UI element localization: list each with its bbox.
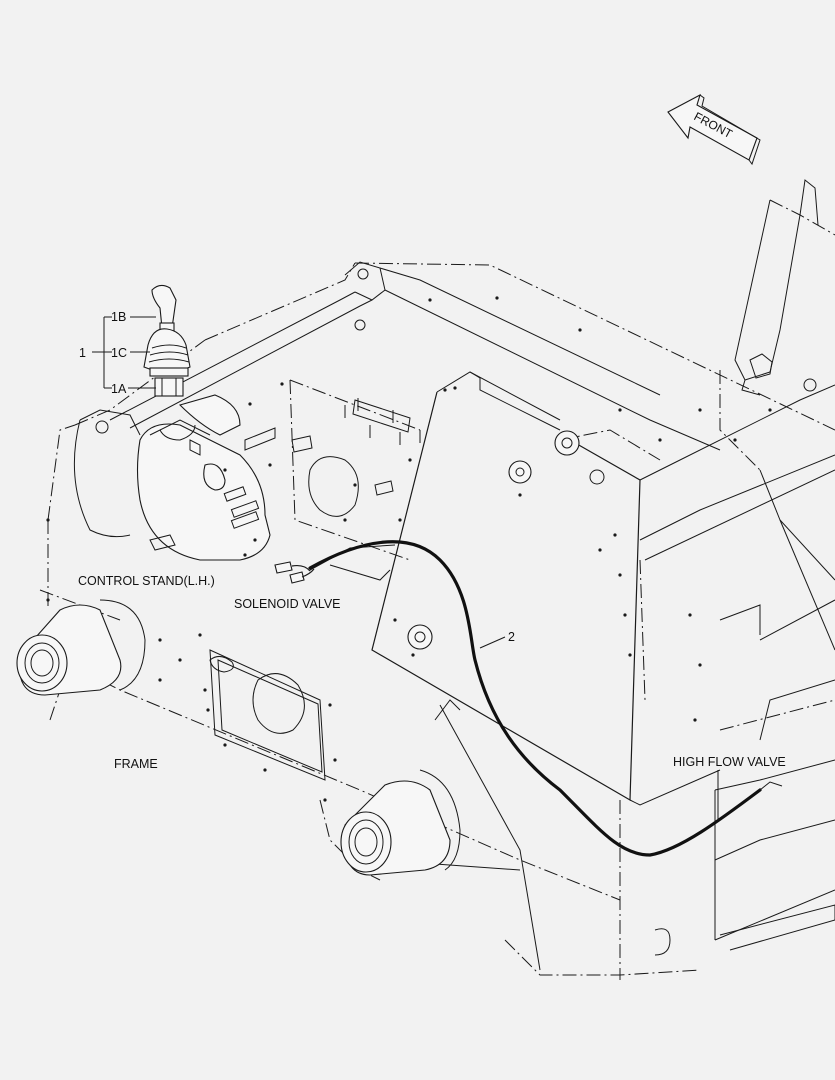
mounting-holes <box>46 296 772 802</box>
part-1a-label: 1A <box>111 382 127 396</box>
hose-callout-leader <box>479 636 506 649</box>
control-stand-lh <box>73 394 271 561</box>
center-axle-mount <box>340 769 461 876</box>
joystick-assembly <box>143 284 191 397</box>
solenoid-connector <box>274 544 396 584</box>
hose-part-2 <box>308 540 762 857</box>
lower-right-structure <box>654 599 835 956</box>
part-callout-bracket <box>92 316 156 389</box>
left-axle-mount <box>16 599 146 696</box>
high-flow-valve-label: HIGH FLOW VALVE <box>673 755 786 769</box>
upper-crossmember <box>95 261 721 451</box>
inner-frame-details <box>244 398 421 517</box>
hose-end-fitting <box>759 781 783 791</box>
part-1-label: 1 <box>79 346 86 360</box>
frame-label: FRAME <box>114 757 158 771</box>
front-direction-arrow: FRONT <box>667 93 761 166</box>
center-upright-plate <box>371 371 721 806</box>
solenoid-valve-label: SOLENOID VALVE <box>234 597 341 611</box>
right-tower <box>639 179 835 651</box>
part-1b-label: 1B <box>111 310 126 324</box>
part-2-label: 2 <box>508 630 515 644</box>
control-stand-label: CONTROL STAND(L.H.) <box>78 574 215 588</box>
part-1c-label: 1C <box>111 346 127 360</box>
